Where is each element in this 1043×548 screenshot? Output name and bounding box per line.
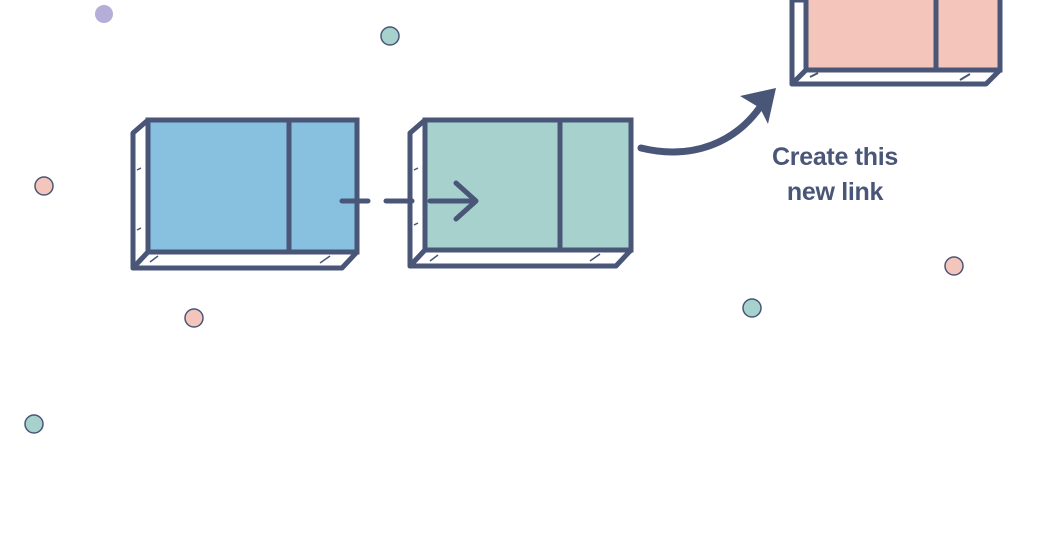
top-node-green xyxy=(407,117,634,269)
decor-dot-teal xyxy=(24,414,44,434)
decor-dot-teal xyxy=(742,298,762,318)
top-node-blue xyxy=(130,117,360,271)
caption-line-2: new link xyxy=(786,178,884,206)
new-link-caption: Create this new link xyxy=(730,140,940,210)
decor-dot-teal xyxy=(380,26,400,46)
decor-dot-pink xyxy=(184,308,204,328)
decor-dot-pink xyxy=(34,176,54,196)
new-link-curved-arrow xyxy=(637,88,776,156)
top-link-arrow xyxy=(339,180,479,222)
caption-line-1: Create this xyxy=(772,143,898,171)
decor-dot-pink xyxy=(944,256,964,276)
decor-dot-purple xyxy=(95,5,113,23)
new-node-pink xyxy=(789,0,1003,87)
